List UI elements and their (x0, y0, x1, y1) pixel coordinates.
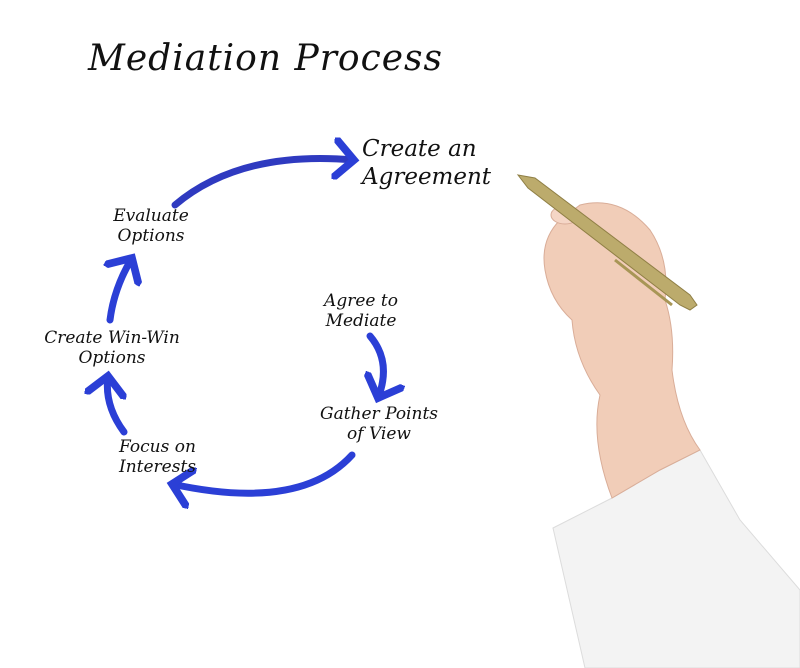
step-label-line1: Gather Points (319, 404, 438, 424)
arrow-winwin-to-evaluate (110, 258, 132, 324)
arrow-focus-to-winwin (107, 376, 124, 436)
step-label-line2: Interests (118, 456, 197, 477)
step-label-line1: Focus on (119, 437, 196, 457)
arrow-evaluate-to-agreement (171, 158, 354, 209)
step-label-line1: Create Win-Win (44, 328, 180, 348)
diagram-title: Mediation Process (88, 38, 443, 79)
step-evaluate-options: Evaluate Options (96, 206, 206, 246)
arrow-gather-to-focus (172, 451, 356, 493)
step-focus-on-interests: Focus on Interests (100, 437, 215, 477)
step-agree-to-mediate: Agree to Mediate (306, 291, 416, 331)
step-label-line1: Evaluate (113, 206, 189, 226)
step-label-line2: Options (78, 347, 146, 368)
step-gather-points-of-view: Gather Points of View (304, 404, 454, 444)
step-label-line2: Options (117, 225, 185, 246)
step-create-win-win-options: Create Win-Win Options (22, 328, 202, 368)
step-label-line1: Agree to (324, 291, 398, 311)
sleeve (552, 449, 800, 668)
step-label-line2: of View (347, 423, 411, 444)
step-label-line2: Mediate (325, 310, 397, 331)
pen-clip (614, 258, 673, 307)
pen (516, 174, 698, 311)
step-label-line1: Create an (362, 136, 477, 162)
step-label-line2: Agreement (362, 163, 492, 190)
step-create-an-agreement: Create an Agreement (362, 136, 491, 191)
arrow-agree-to-gather (370, 332, 383, 398)
